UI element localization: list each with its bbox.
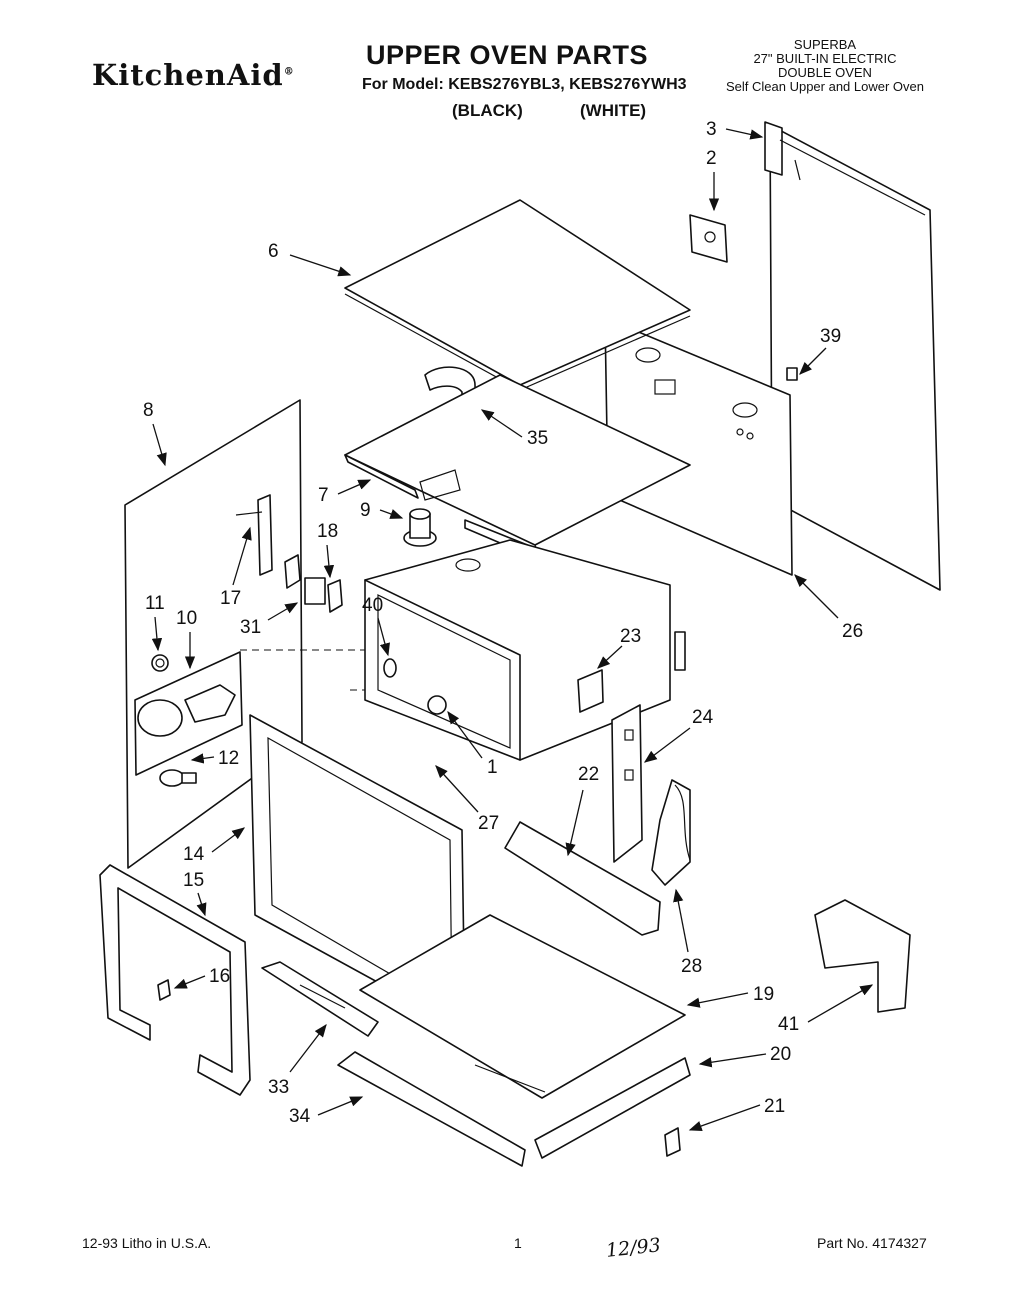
part-number: Part No. 4174327 — [817, 1235, 927, 1251]
callout-labels: 1 2 3 6 7 8 9 10 11 12 14 15 16 17 18 19… — [143, 119, 863, 1127]
callout-7: 7 — [318, 485, 329, 506]
callout-3: 3 — [706, 119, 717, 140]
callout-8: 8 — [143, 400, 154, 421]
part-33-vent-trim — [261, 961, 379, 1037]
callout-35: 35 — [527, 428, 548, 449]
callout-14: 14 — [183, 844, 205, 865]
callout-39: 39 — [820, 326, 841, 347]
part-9-terminal — [403, 508, 437, 547]
part-6-top-panel — [344, 199, 691, 391]
part-19-bottom-panel — [359, 914, 686, 1099]
part-16-gasket-clip — [157, 979, 171, 1001]
part-11-lamp-nut — [151, 654, 169, 672]
callout-9: 9 — [360, 500, 371, 521]
part-10-lamp-assembly — [134, 651, 243, 776]
part-2-bracket — [689, 214, 728, 263]
color-black: (BLACK) — [452, 101, 523, 120]
callout-17: 17 — [220, 588, 241, 609]
callout-24: 24 — [692, 707, 714, 728]
callout-34: 34 — [289, 1106, 311, 1127]
litho-note: 12-93 Litho in U.S.A. — [82, 1235, 212, 1251]
callout-41: 41 — [778, 1014, 799, 1035]
callout-2: 2 — [706, 148, 717, 169]
callout-26: 26 — [842, 621, 863, 642]
page-number: 1 — [514, 1235, 522, 1251]
callout-6: 6 — [268, 241, 279, 262]
callout-19: 19 — [753, 984, 774, 1005]
part-12-lamp-bulb — [159, 769, 197, 787]
callout-28: 28 — [681, 956, 702, 977]
leader-lines — [151, 128, 874, 1131]
callout-22: 22 — [578, 764, 599, 785]
callout-33: 33 — [268, 1077, 289, 1098]
part-17-bracket — [235, 494, 273, 576]
callout-40: 40 — [362, 595, 383, 616]
desc-line-1: SUPERBA — [793, 37, 857, 52]
part-34-front-trim — [337, 1051, 526, 1167]
part-21-clip — [664, 1127, 681, 1157]
page-title: UPPER OVEN PARTS — [366, 40, 649, 70]
callout-1: 1 — [487, 757, 498, 778]
part-15-door-gasket — [99, 864, 251, 1096]
callout-31: 31 — [240, 617, 261, 638]
callout-16: 16 — [209, 966, 230, 987]
part-18-switch — [284, 554, 343, 613]
part-22-support-rail — [504, 821, 661, 936]
callout-20: 20 — [770, 1044, 791, 1065]
color-white: (WHITE) — [580, 101, 647, 120]
desc-line-3: DOUBLE OVEN — [778, 65, 872, 80]
part-3-side-panel — [764, 121, 941, 591]
part-28-door-hinge — [651, 779, 691, 886]
product-description: SUPERBA 27" BUILT-IN ELECTRIC DOUBLE OVE… — [700, 38, 950, 94]
model-line: For Model: KEBS276YBL3, KEBS276YWH3 — [362, 76, 687, 93]
callout-11: 11 — [145, 593, 165, 614]
callout-27: 27 — [478, 813, 499, 834]
callout-21: 21 — [764, 1096, 785, 1117]
desc-line-2: 27" BUILT-IN ELECTRIC — [753, 51, 897, 66]
callout-23: 23 — [620, 626, 641, 647]
part-26-back-panel — [604, 317, 793, 576]
part-41-bracket — [814, 899, 911, 1013]
part-23-plate — [577, 669, 604, 713]
part-20-lower-trim — [534, 1057, 691, 1159]
callout-10: 10 — [176, 608, 197, 629]
callout-18: 18 — [317, 521, 338, 542]
callout-15: 15 — [183, 870, 204, 891]
desc-line-4: Self Clean Upper and Lower Oven — [725, 79, 924, 94]
part-24-hinge-bracket — [611, 704, 643, 863]
part-39-clip — [786, 367, 798, 381]
callout-12: 12 — [218, 748, 239, 769]
kitchenaid-logo: KitchenAid® — [92, 58, 295, 92]
